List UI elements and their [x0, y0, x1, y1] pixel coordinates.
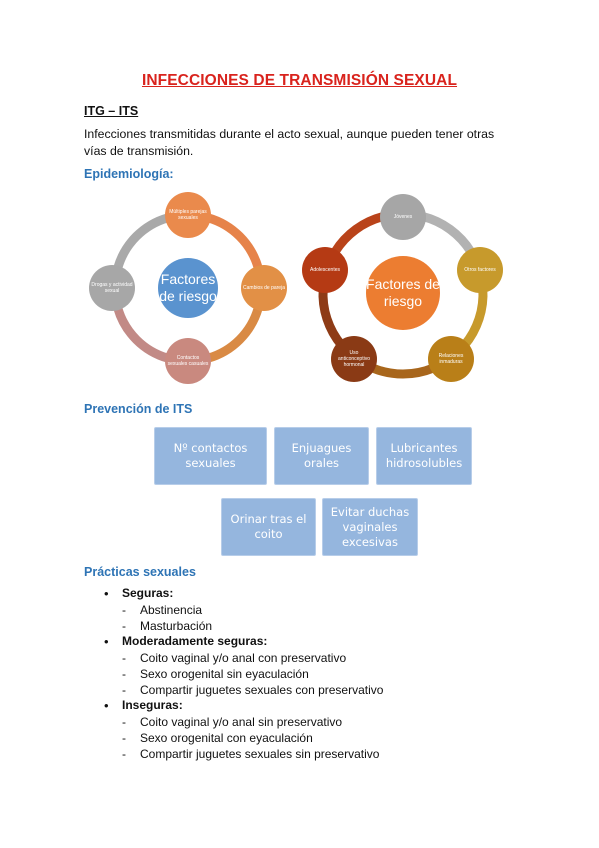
- list-item: Masturbación: [122, 618, 520, 634]
- node-partner-changes: Cambios de pareja: [241, 265, 287, 311]
- cycle-ring-right: [318, 212, 488, 379]
- prevention-box-douching: Evitar duchas vaginales excesivas: [322, 498, 418, 556]
- practice-category: Moderadamente seguras: Coito vaginal y/o…: [100, 634, 520, 698]
- subheading: ITG – ITS: [84, 104, 139, 118]
- list-item: Abstinencia: [122, 602, 520, 618]
- prevention-box-mouthwash: Enjuagues orales: [274, 427, 369, 485]
- practices-list: Seguras: Abstinencia Masturbación Modera…: [100, 586, 520, 763]
- practices-heading: Prácticas sexuales: [84, 565, 196, 579]
- node-multiple-partners: Múltiples parejas sexuales: [165, 192, 211, 238]
- category-label: Inseguras:: [122, 698, 183, 713]
- diagram-center-left: Factores de riesgo: [158, 258, 218, 318]
- prevention-box-urinate: Orinar tras el coito: [221, 498, 316, 556]
- page-title: INFECCIONES DE TRANSMISIÓN SEXUAL: [141, 72, 458, 89]
- practice-category: Inseguras: Coito vaginal y/o anal sin pr…: [100, 698, 520, 762]
- category-label: Seguras:: [122, 586, 174, 600]
- prevention-box-lubricants: Lubricantes hidrosolubles: [376, 427, 472, 485]
- node-drugs-sexual-activity: Drogas y actividad sexual: [89, 265, 135, 311]
- epidemiology-heading: Epidemiología:: [84, 167, 174, 181]
- list-item: Coito vaginal y/o anal con preservativo: [122, 650, 520, 666]
- node-hormonal-contraceptive: Uso anticonceptivo hormonal: [331, 336, 377, 382]
- list-item: Sexo orogenital sin eyaculación: [122, 666, 520, 682]
- intro-paragraph: Infecciones transmitidas durante el acto…: [84, 127, 495, 158]
- node-other-factors: Otros factores: [457, 247, 503, 293]
- node-casual-contacts: Contactos sexuales casuales: [165, 338, 211, 384]
- risk-factors-diagram-left: Factores de riesgo Múltiples parejas sex…: [84, 188, 290, 388]
- list-item: Compartir juguetes sexuales con preserva…: [122, 682, 520, 698]
- node-adolescents: Adolescentes: [302, 247, 348, 293]
- cycle-ring-left: [113, 213, 263, 363]
- list-item: Compartir juguetes sexuales sin preserva…: [122, 746, 520, 762]
- category-label: Moderadamente seguras:: [122, 634, 268, 648]
- node-young: Jóvenes: [380, 194, 426, 240]
- practice-category: Seguras: Abstinencia Masturbación: [100, 586, 520, 634]
- node-immature-relationships: Relaciones inmaduras: [428, 336, 474, 382]
- diagram-center-right: Factores de riesgo: [366, 256, 440, 330]
- prevention-box-contacts: Nº contactos sexuales: [154, 427, 267, 485]
- risk-factors-diagram-right: Factores de riesgo Jóvenes Otros factore…: [296, 190, 516, 390]
- prevention-heading: Prevención de ITS: [84, 402, 193, 416]
- list-item: Sexo orogenital con eyaculación: [122, 730, 520, 746]
- list-item: Coito vaginal y/o anal sin preservativo: [122, 714, 520, 730]
